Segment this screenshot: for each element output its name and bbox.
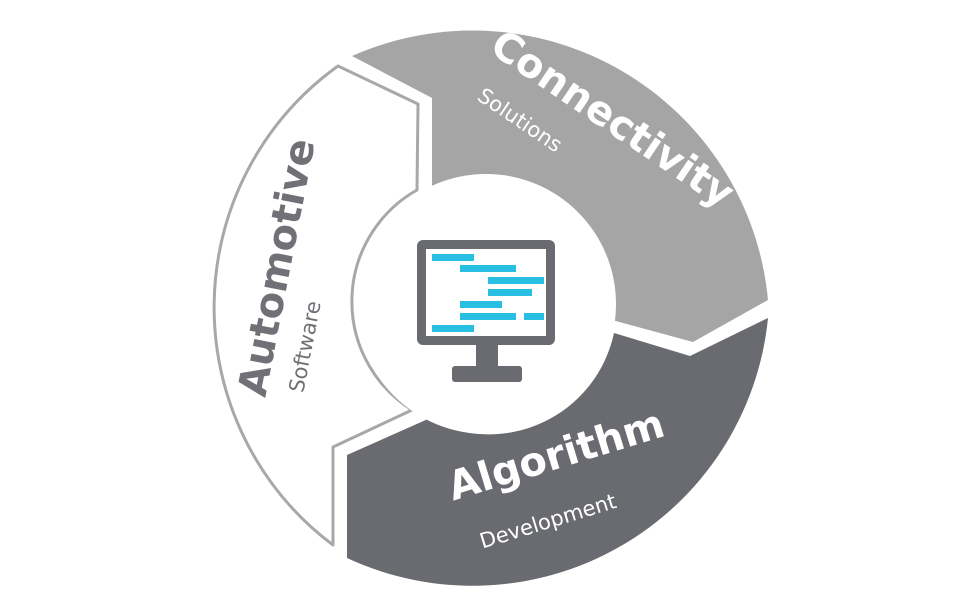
code-line [432,254,474,261]
monitor-code-icon [417,240,555,382]
monitor-neck [476,345,498,368]
segment-connectivity [352,30,768,342]
code-line [488,289,532,296]
code-line [460,301,502,308]
code-line [460,313,516,320]
segment-automotive [212,64,420,547]
segment-algorithm [347,318,768,586]
code-line [432,325,474,332]
code-line [524,313,544,320]
code-line [460,265,516,272]
code-line [488,277,544,284]
code-lines [432,254,544,332]
monitor-stand [452,366,522,382]
